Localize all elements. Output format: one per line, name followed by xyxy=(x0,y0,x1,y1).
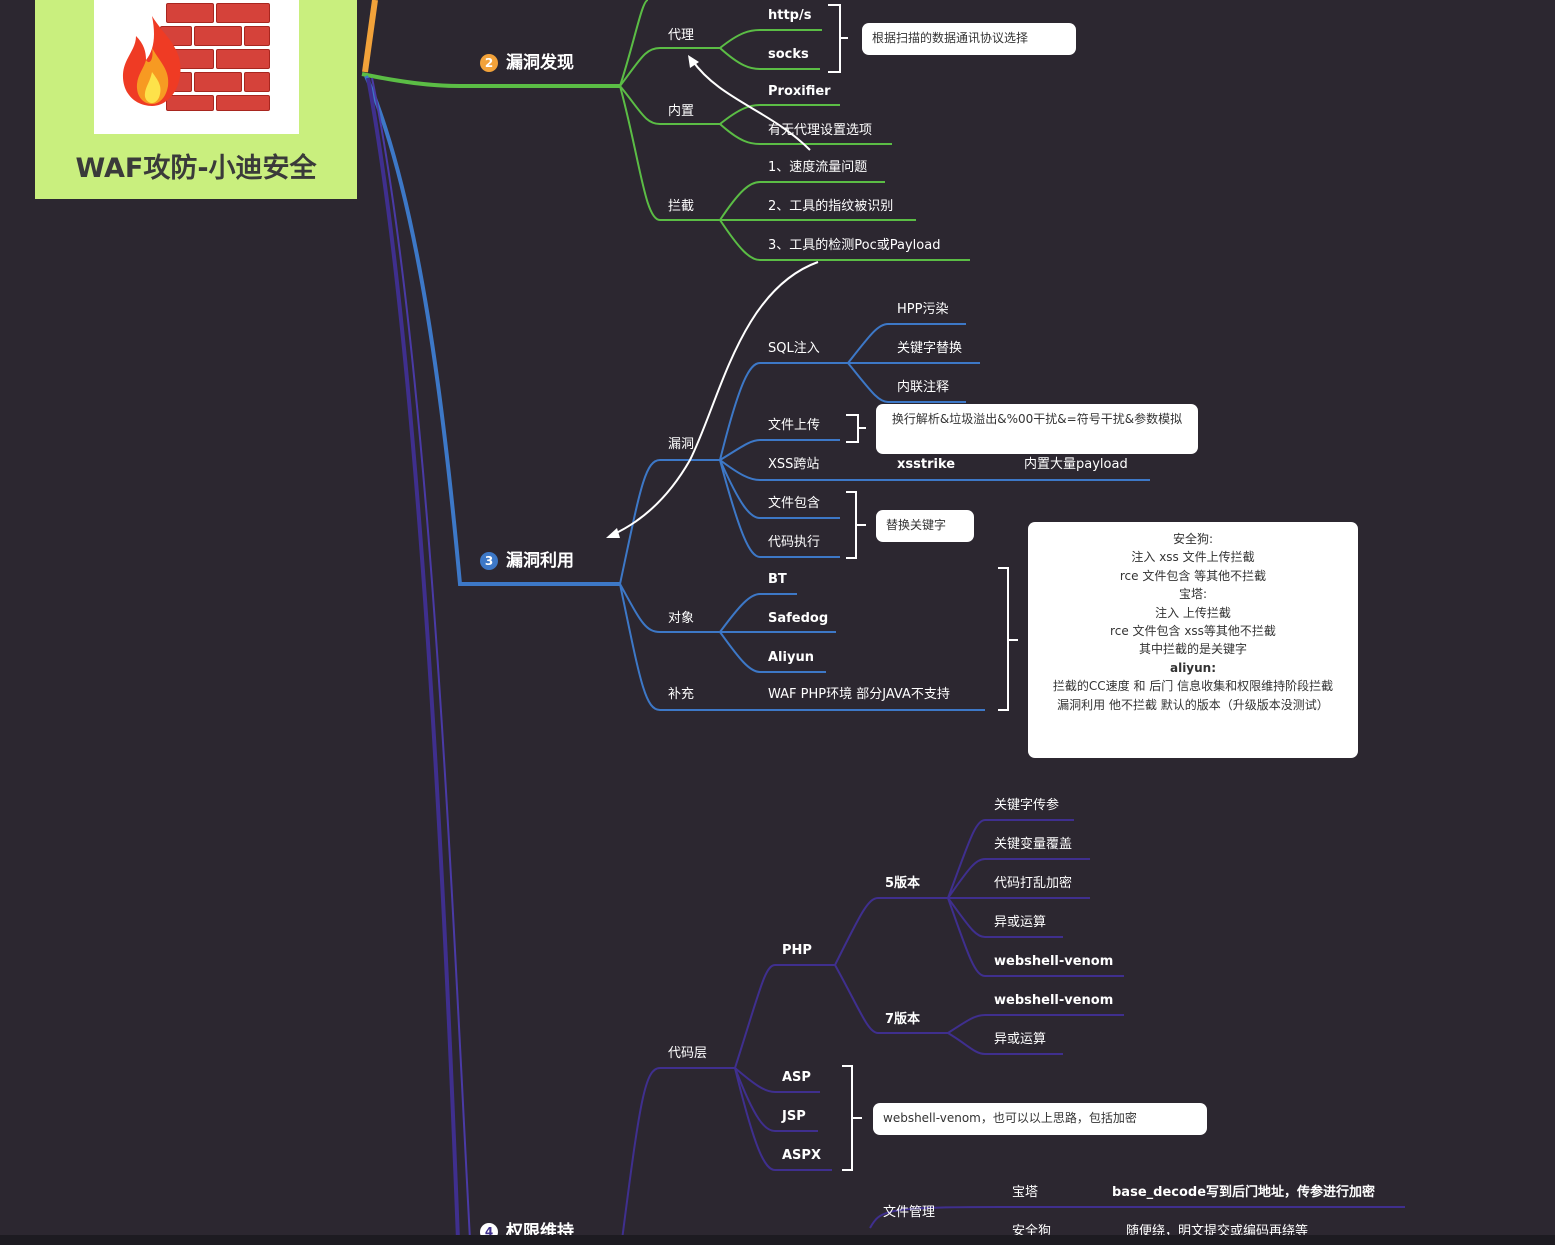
node-socks[interactable]: socks xyxy=(768,47,809,62)
note-line: 漏洞利用 他不拦截 默认的版本（升级版本没测试） xyxy=(1057,697,1329,712)
firewall-logo xyxy=(94,0,299,134)
node-v5-item[interactable]: webshell-venom xyxy=(994,954,1114,969)
node-sql[interactable]: SQL注入 xyxy=(768,341,820,356)
note-line: rce 文件包含 xss等其他不拦截 xyxy=(1110,624,1276,639)
node-php[interactable]: PHP xyxy=(782,943,812,958)
node-builtin[interactable]: 内置 xyxy=(668,104,695,119)
root-title: WAF攻防-小迪安全 xyxy=(75,153,317,184)
node-proxy[interactable]: 代理 xyxy=(668,28,695,43)
node-v7[interactable]: 7版本 xyxy=(885,1012,921,1027)
fire-icon xyxy=(122,16,181,106)
node-v5-item[interactable]: 关键变量覆盖 xyxy=(994,837,1073,852)
note-line: 宝塔: xyxy=(1178,587,1208,602)
node-supplement-text[interactable]: WAF PHP环境 部分JAVA不支持 xyxy=(768,687,950,702)
node-keyword-replace[interactable]: 关键字替换 xyxy=(897,341,963,356)
node-hpp[interactable]: HPP污染 xyxy=(897,302,949,317)
node-payload[interactable]: 内置大量payload xyxy=(1024,457,1128,472)
node-aspx[interactable]: ASPX xyxy=(782,1148,821,1163)
node-xss[interactable]: XSS跨站 xyxy=(768,457,820,472)
node-inline-comment[interactable]: 内联注释 xyxy=(897,380,950,395)
note-line: 注入 上传拦截 xyxy=(1155,605,1231,620)
section-exploit[interactable]: 3 漏洞利用 xyxy=(480,551,574,571)
node-file-mgmt[interactable]: 文件管理 xyxy=(883,1205,936,1220)
node-vuln[interactable]: 漏洞 xyxy=(668,437,695,452)
node-code-layer[interactable]: 代码层 xyxy=(668,1046,708,1061)
note-line: 拦截的CC速度 和 后门 信息收集和权限维持阶段拦截 xyxy=(1052,679,1334,694)
note-line: 注入 xss 文件上传拦截 xyxy=(1131,550,1255,565)
note-line: aliyun: xyxy=(1169,660,1217,675)
node-exec[interactable]: 代码执行 xyxy=(768,535,821,550)
note-proxy: 根据扫描的数据通讯协议选择 xyxy=(862,23,1076,55)
purple-trunk xyxy=(366,77,460,1241)
node-proxy-settings[interactable]: 有无代理设置选项 xyxy=(768,123,873,138)
section-discovery[interactable]: 2 漏洞发现 xyxy=(480,53,574,73)
node-bt[interactable]: 宝塔 xyxy=(1012,1185,1039,1200)
node-bt[interactable]: BT xyxy=(768,572,787,587)
arrow-to-proxy xyxy=(691,59,811,151)
node-proxifier[interactable]: Proxifier xyxy=(768,84,831,99)
node-v7-item[interactable]: webshell-venom xyxy=(994,993,1114,1008)
node-supplement[interactable]: 补充 xyxy=(668,687,695,702)
node-http[interactable]: http/s xyxy=(768,8,812,23)
node-upload[interactable]: 文件上传 xyxy=(768,418,821,433)
note-waf-behavior: 安全狗: 注入 xss 文件上传拦截 rce 文件包含 等其他不拦截 宝塔: 注… xyxy=(1028,522,1358,758)
note-replace: 替换关键字 xyxy=(876,510,974,542)
blue-trunk xyxy=(364,75,620,586)
note-line: 其中拦截的是关键字 xyxy=(1138,642,1247,657)
note-line: rce 文件包含 等其他不拦截 xyxy=(1119,568,1267,583)
section-title: 漏洞发现 xyxy=(506,53,574,73)
node-v5[interactable]: 5版本 xyxy=(885,876,921,891)
node-v5-item[interactable]: 异或运算 xyxy=(994,915,1047,930)
node-aliyun[interactable]: Aliyun xyxy=(768,650,814,665)
orange-trunk xyxy=(362,0,378,73)
node-block-1[interactable]: 1、速度流量问题 xyxy=(768,160,868,175)
node-jsp[interactable]: JSP xyxy=(782,1109,806,1124)
node-block-3[interactable]: 3、工具的检测Poc或Payload xyxy=(768,238,941,253)
number-badge: 2 xyxy=(480,54,498,72)
arrow-to-exploit xyxy=(611,261,819,536)
node-asp[interactable]: ASP xyxy=(782,1070,811,1085)
root-node[interactable]: WAF攻防-小迪安全 xyxy=(35,0,357,199)
node-include[interactable]: 文件包含 xyxy=(768,496,821,511)
bottom-bar xyxy=(0,1235,1555,1245)
number-badge: 3 xyxy=(480,552,498,570)
purple-trunk-2 xyxy=(371,77,471,1241)
note-upload: 换行解析&垃圾溢出&%00干扰&=符号干扰&参数模拟 xyxy=(876,404,1198,454)
node-block[interactable]: 拦截 xyxy=(668,199,695,214)
node-v7-item[interactable]: 异或运算 xyxy=(994,1032,1047,1047)
node-block-2[interactable]: 2、工具的指纹被识别 xyxy=(768,199,894,214)
green-trunk xyxy=(361,72,620,88)
node-target[interactable]: 对象 xyxy=(668,611,695,626)
note-venom: webshell-venom，也可以以上思路，包括加密 xyxy=(873,1103,1207,1135)
node-xsstrike[interactable]: xsstrike xyxy=(897,457,956,472)
section-title: 漏洞利用 xyxy=(506,551,574,571)
node-safedog[interactable]: Safedog xyxy=(768,611,829,626)
node-bt-text[interactable]: base_decode写到后门地址，传参进行加密 xyxy=(1112,1185,1376,1200)
note-line: 安全狗: xyxy=(1172,532,1214,546)
node-v5-item[interactable]: 代码打乱加密 xyxy=(994,876,1073,891)
node-v5-item[interactable]: 关键字传参 xyxy=(994,798,1060,813)
